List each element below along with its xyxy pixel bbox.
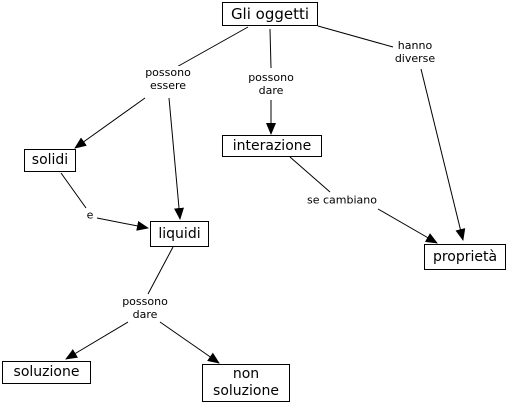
concept-non-soluzione[interactable]: non soluzione (202, 364, 290, 402)
concept-interazione[interactable]: interazione (222, 135, 322, 157)
connector-interazione-to-se-cambiano (289, 156, 331, 193)
arrow-to-proprieta-from-hanno (420, 68, 466, 241)
concept-proprieta[interactable]: proprietà (424, 244, 506, 270)
link-label-se-cambiano: se cambiano (306, 193, 378, 207)
concept-solidi[interactable]: solidi (24, 149, 76, 172)
arrow-to-liquidi-from-e (96, 217, 149, 231)
connector-liquidi-to-possono-dare (147, 246, 174, 295)
concept-gli-oggetti[interactable]: Gli oggetti (222, 2, 318, 26)
link-label-hanno-diverse: hanno diverse (393, 39, 437, 65)
connector-solidi-to-e (60, 172, 87, 209)
connector-oggetti-to-possono-essere (165, 26, 249, 74)
concept-liquidi[interactable]: liquidi (150, 221, 209, 247)
concept-soluzione[interactable]: soluzione (2, 361, 91, 384)
link-label-possono-dare-liquidi: possono dare (121, 295, 169, 321)
link-label-possono-essere: possono essere (144, 66, 192, 92)
arrow-to-soluzione (65, 321, 129, 360)
link-label-e: e (85, 208, 95, 222)
arrow-to-proprieta-from-se-cambiano (377, 208, 438, 244)
connector-oggetti-to-possono-dare (269, 28, 272, 69)
arrow-to-liquidi (168, 97, 184, 220)
arrow-to-non-soluzione (159, 321, 220, 364)
connector-oggetti-to-hanno-diverse (317, 25, 394, 48)
arrow-to-solidi (74, 97, 146, 149)
link-label-possono-dare-interazione: possono dare (247, 71, 295, 97)
